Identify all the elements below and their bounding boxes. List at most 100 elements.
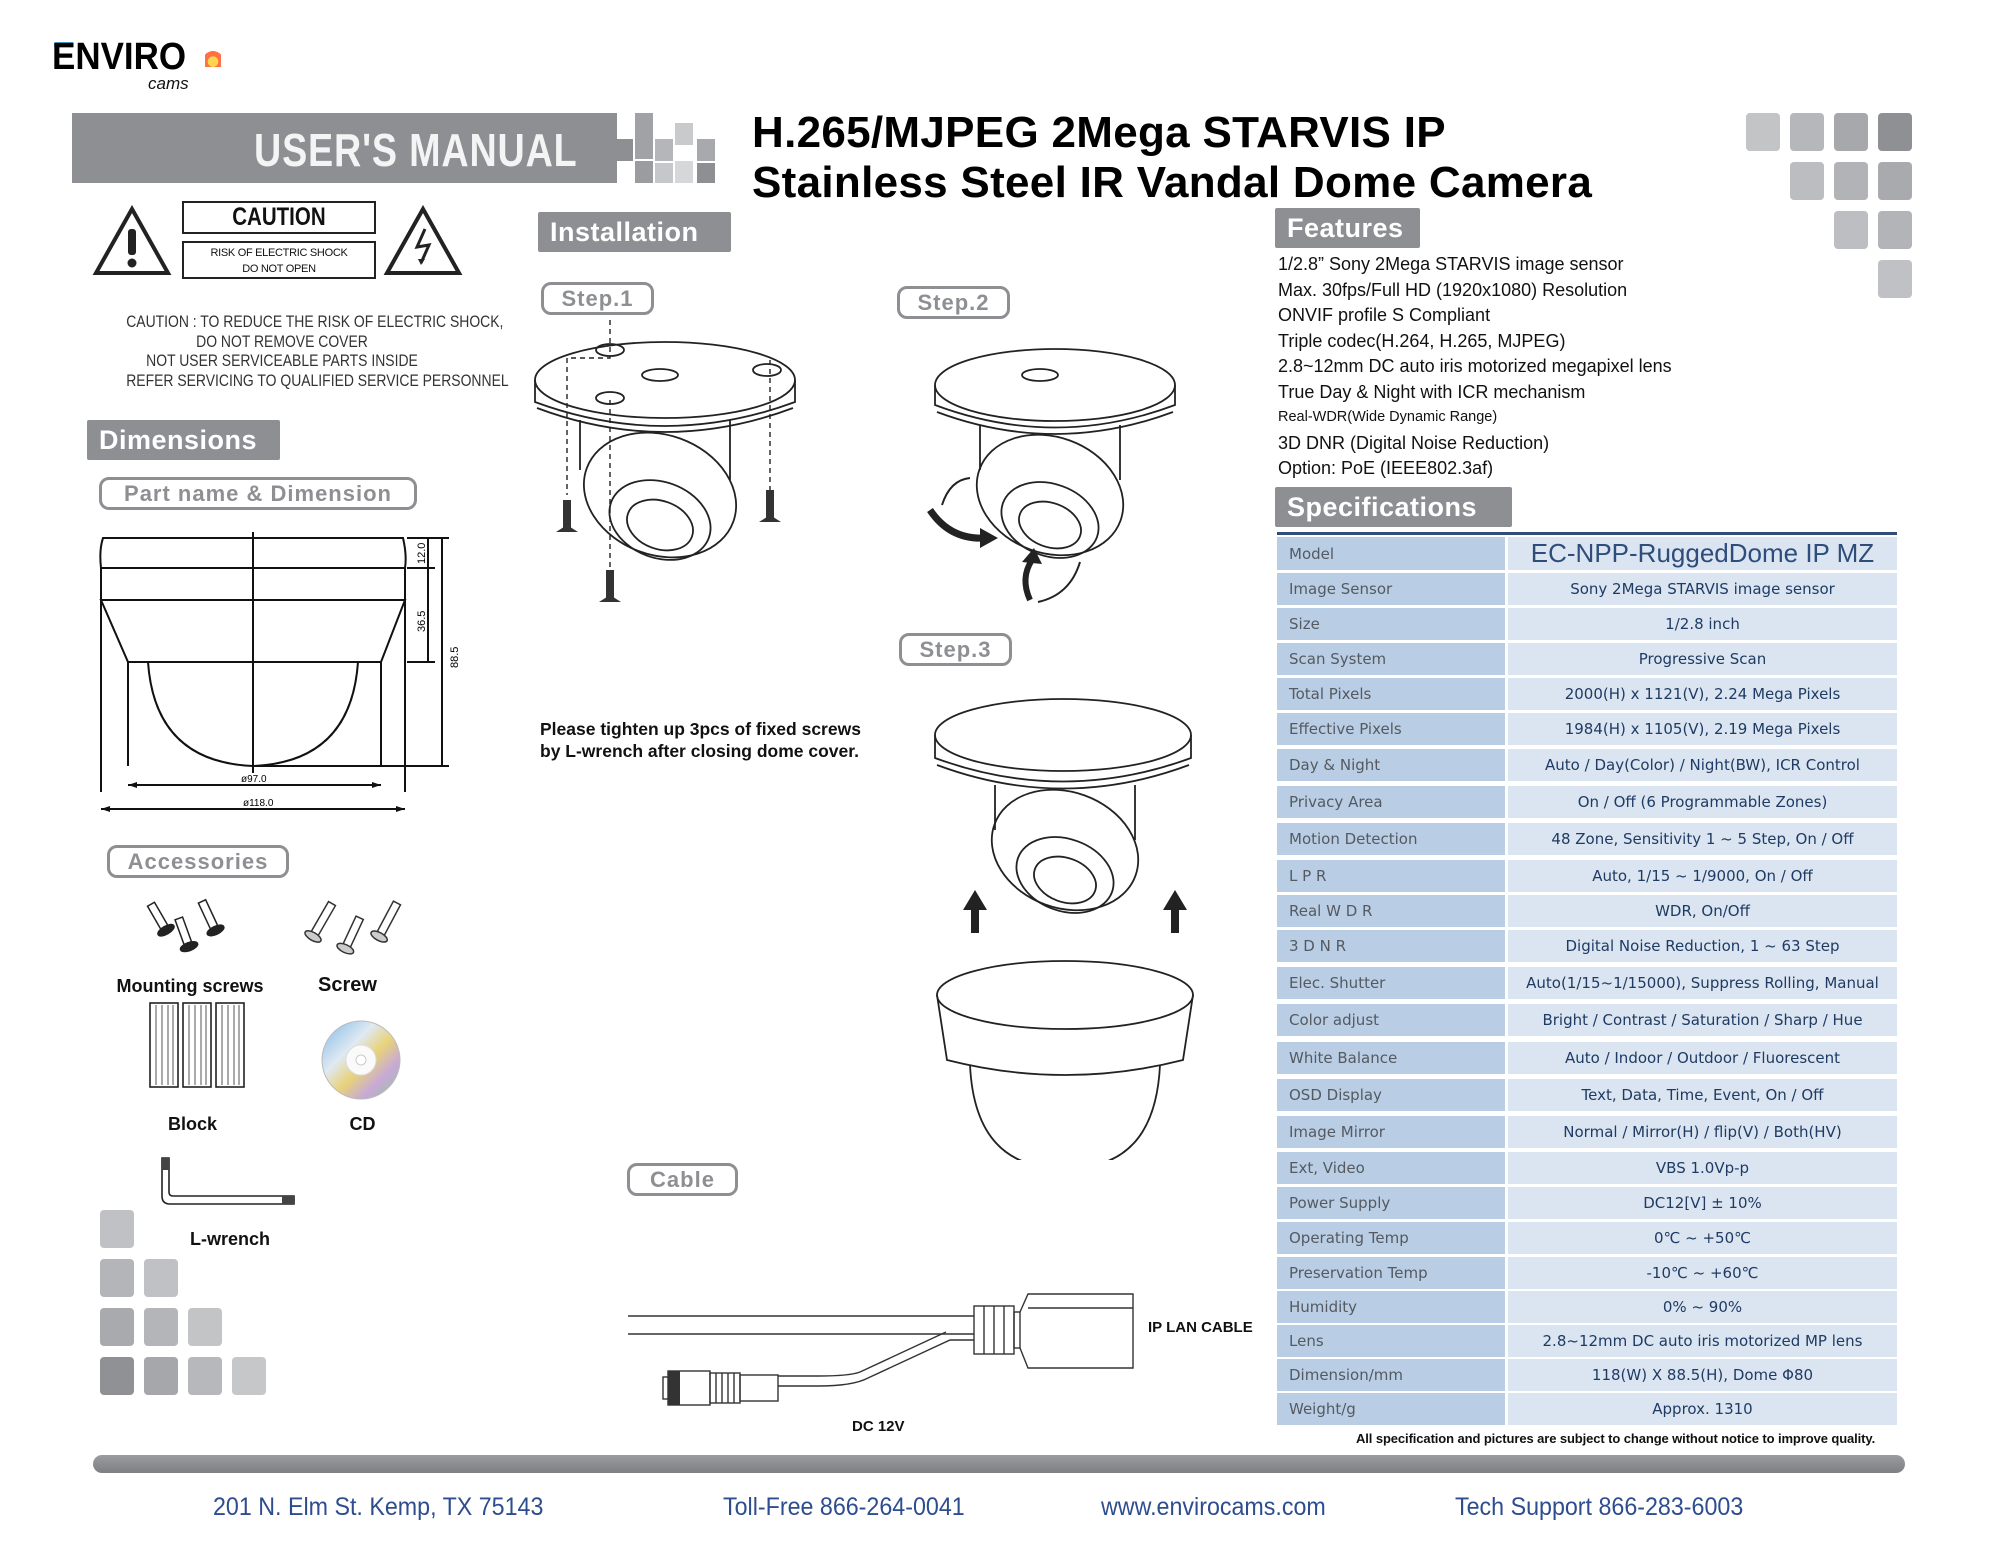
logo-ice-accent bbox=[54, 42, 74, 48]
caution-line: DO NOT REMOVE COVER bbox=[196, 331, 368, 351]
feature-item: Real-WDR(Wide Dynamic Range) bbox=[1278, 409, 1498, 425]
spec-key: Size bbox=[1277, 608, 1505, 640]
banner-title: USER'S MANUAL bbox=[253, 124, 577, 176]
dimension-drawing: ø97.0 ø118.0 12.0 36.5 88.5 bbox=[99, 532, 461, 812]
electric-shock-warning-icon bbox=[383, 205, 463, 275]
features-list: 1/2.8” Sony 2Mega STARVIS image sensor M… bbox=[1278, 252, 1672, 482]
mounting-screws-icon bbox=[146, 898, 225, 953]
spec-key: Color adjust bbox=[1277, 1004, 1505, 1036]
specifications-header: Specifications bbox=[1275, 487, 1512, 527]
feature-item: Triple codec(H.264, H.265, MJPEG) bbox=[1278, 330, 1566, 351]
spec-value: Auto, 1/15 ~ 1/9000, On / Off bbox=[1508, 860, 1897, 892]
footer-address: 201 N. Elm St. Kemp, TX 75143 bbox=[213, 1493, 544, 1521]
spec-value: VBS 1.0Vp-p bbox=[1508, 1152, 1897, 1184]
spec-value-model: EC-NPP-RuggedDome IP MZ bbox=[1508, 537, 1897, 570]
spec-key: OSD Display bbox=[1277, 1079, 1505, 1111]
spec-key: Preservation Temp bbox=[1277, 1257, 1505, 1289]
users-manual-banner: USER'S MANUAL bbox=[72, 113, 617, 183]
caution-line: REFER SERVICING TO QUALIFIED SERVICE PER… bbox=[126, 370, 509, 390]
spec-value: Approx. 1310 bbox=[1508, 1393, 1897, 1425]
enviro-cams-logo: ENVIRO cams bbox=[52, 38, 232, 94]
cd-icon bbox=[321, 1020, 401, 1100]
block-anchor-icon bbox=[149, 1002, 245, 1088]
risk-line-2: DO NOT OPEN bbox=[242, 263, 316, 275]
product-title: H.265/MJPEG 2Mega STARVIS IP Stainless S… bbox=[752, 108, 1592, 208]
feature-item: ONVIF profile S Compliant bbox=[1278, 305, 1491, 325]
spec-key: Lens bbox=[1277, 1325, 1505, 1357]
title-line-2: Stainless Steel IR Vandal Dome Camera bbox=[752, 158, 1593, 207]
spec-key: Image Sensor bbox=[1277, 573, 1505, 605]
spec-row: Preservation Temp-10℃ ~ +60℃ bbox=[1277, 1257, 1897, 1289]
footer-divider-bar bbox=[93, 1455, 1905, 1473]
accessory-label-block: Block bbox=[167, 1114, 218, 1134]
flame-icon bbox=[205, 49, 221, 67]
banner-pixel-blocks bbox=[617, 113, 727, 183]
accessory-label-mounting-screws: Mounting screws bbox=[116, 976, 264, 996]
accessories-pill: Accessories bbox=[107, 845, 289, 878]
decorative-squares-top-right bbox=[1746, 113, 1916, 303]
dim-label-inner: ø97.0 bbox=[241, 774, 267, 785]
spec-key: Effective Pixels bbox=[1277, 713, 1505, 745]
spec-key: Weight/g bbox=[1277, 1393, 1505, 1425]
spec-value: WDR, On/Off bbox=[1508, 895, 1897, 927]
features-header: Features bbox=[1275, 208, 1420, 248]
feature-item: 1/2.8” Sony 2Mega STARVIS image sensor bbox=[1278, 254, 1624, 274]
spec-key: Model bbox=[1277, 537, 1505, 570]
installation-header: Installation bbox=[538, 212, 731, 252]
installation-note: Please tighten up 3pcs of fixed screws b… bbox=[540, 718, 861, 762]
step-1-camera-illustration bbox=[534, 320, 796, 602]
l-wrench-icon bbox=[161, 1157, 295, 1205]
footer-website-link[interactable]: www.envirocams.com bbox=[1101, 1493, 1326, 1521]
spec-value: On / Off (6 Programmable Zones) bbox=[1508, 786, 1897, 818]
step-2-camera-illustration bbox=[927, 348, 1176, 603]
spec-value: Auto / Day(Color) / Night(BW), ICR Contr… bbox=[1508, 749, 1897, 781]
spec-key: Scan System bbox=[1277, 643, 1505, 675]
spec-key: Image Mirror bbox=[1277, 1116, 1505, 1148]
exclamation-warning-icon bbox=[92, 205, 172, 275]
dim-label-top: 12.0 bbox=[416, 543, 428, 564]
dim-label-outer: ø118.0 bbox=[243, 798, 274, 809]
spec-key: Real W D R bbox=[1277, 895, 1505, 927]
spec-value: 2000(H) x 1121(V), 2.24 Mega Pixels bbox=[1508, 678, 1897, 710]
decorative-squares-bottom-left bbox=[100, 1210, 270, 1400]
spec-key: Day & Night bbox=[1277, 749, 1505, 781]
part-name-dimension-pill: Part name & Dimension bbox=[99, 477, 417, 510]
spec-value: DC12[V] ± 10% bbox=[1508, 1187, 1897, 1219]
caution-text: CAUTION : TO REDUCE THE RISK OF ELECTRIC… bbox=[92, 312, 509, 390]
spec-value: Bright / Contrast / Saturation / Sharp /… bbox=[1508, 1004, 1897, 1036]
risk-box: RISK OF ELECTRIC SHOCK DO NOT OPEN bbox=[182, 241, 376, 279]
accessory-label-screw: Screw bbox=[318, 974, 377, 996]
logo-subtitle: cams bbox=[148, 74, 189, 93]
feature-item: Max. 30fps/Full HD (1920x1080) Resolutio… bbox=[1278, 279, 1628, 300]
spec-key: 3 D N R bbox=[1277, 930, 1505, 962]
spec-value: 0% ~ 90% bbox=[1508, 1291, 1897, 1323]
spec-disclaimer: All specification and pictures are subje… bbox=[1356, 1431, 1876, 1446]
feature-item: Option: PoE (IEEE802.3af) bbox=[1278, 458, 1494, 478]
title-line-1: H.265/MJPEG 2Mega STARVIS IP bbox=[752, 108, 1446, 157]
logo-wordmark: ENVIRO bbox=[52, 36, 187, 78]
feature-item: 3D DNR (Digital Noise Reduction) bbox=[1278, 432, 1550, 453]
spec-key: Privacy Area bbox=[1277, 786, 1505, 818]
dc-12v-label: DC 12V bbox=[852, 1418, 905, 1435]
spec-value: Normal / Mirror(H) / flip(V) / Both(HV) bbox=[1508, 1116, 1897, 1148]
dim-label-mid: 36.5 bbox=[416, 611, 428, 632]
step-3-pill: Step.3 bbox=[899, 633, 1012, 666]
note-line-1: Please tighten up 3pcs of fixed screws bbox=[540, 719, 861, 739]
spec-key: Dimension/mm bbox=[1277, 1359, 1505, 1391]
